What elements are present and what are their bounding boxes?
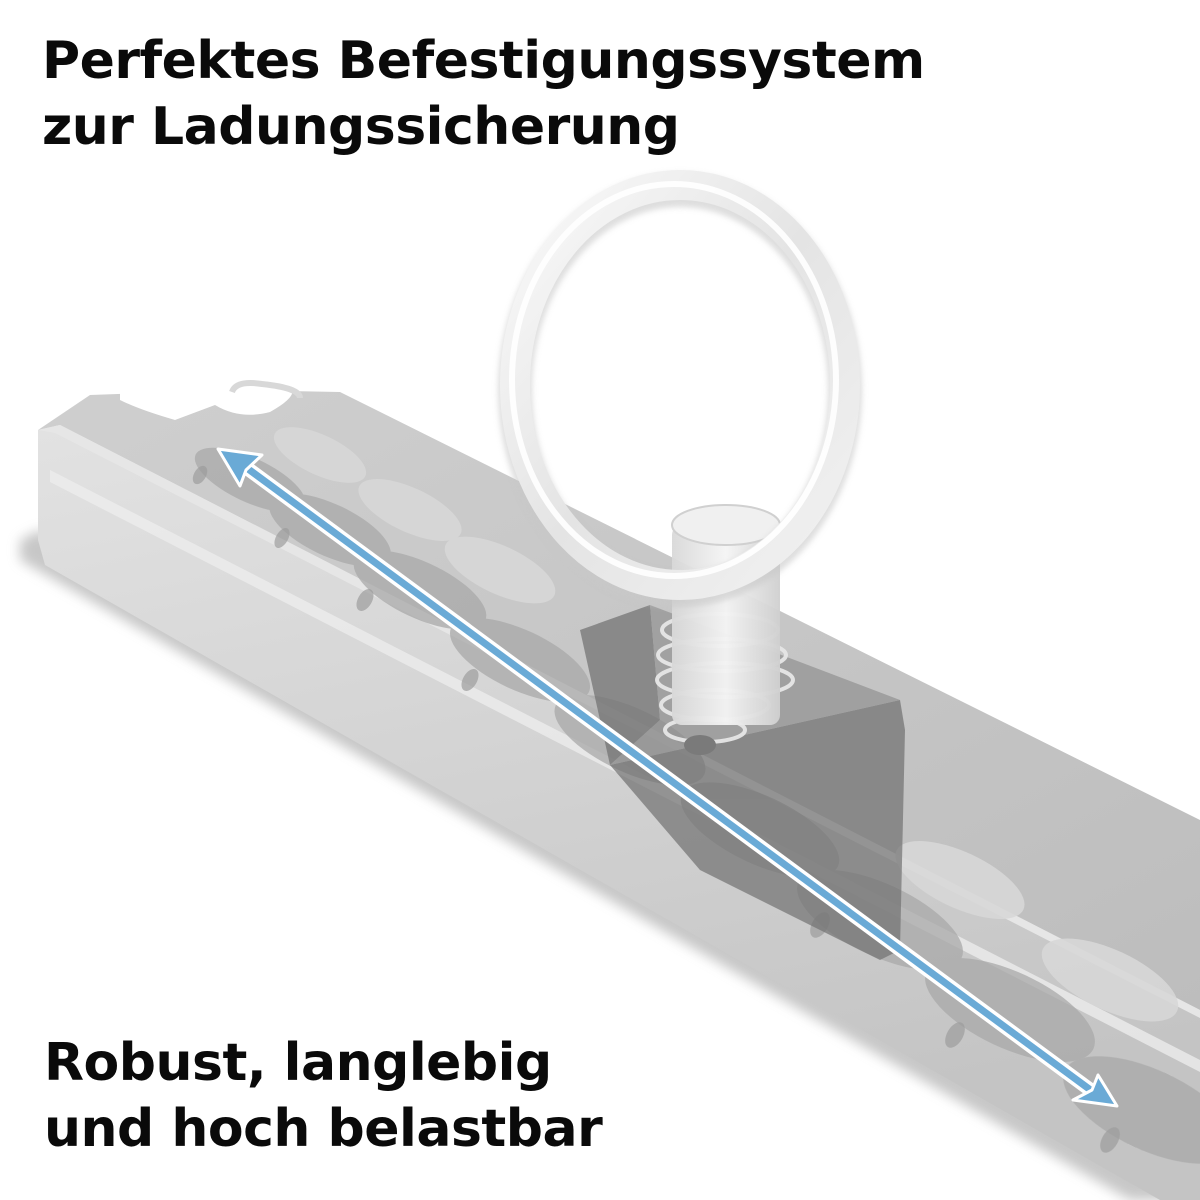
tagline-line-1: Robust, langlebig — [44, 1033, 552, 1093]
double-headed-arrow-icon — [216, 447, 1119, 1108]
tagline: Robust, langlebig und hoch belastbar — [44, 1030, 603, 1162]
ring — [498, 170, 862, 607]
headline-line-2: zur Ladungssicherung — [42, 97, 680, 157]
headline-line-1: Perfektes Befestigungssystem — [42, 31, 925, 91]
headline: Perfektes Befestigungssystem zur Ladungs… — [42, 28, 925, 160]
tagline-line-2: und hoch belastbar — [44, 1099, 603, 1159]
